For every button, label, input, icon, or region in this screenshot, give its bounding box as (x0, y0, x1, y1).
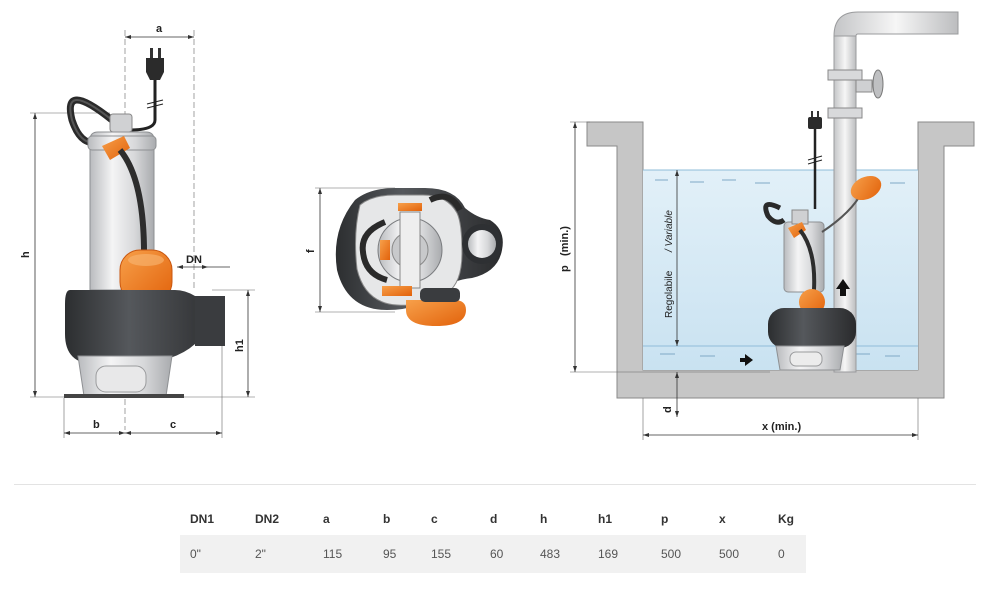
pump-top-view: f (305, 187, 503, 326)
col-header-p: p (661, 512, 669, 526)
dim-d-label: d (662, 406, 674, 413)
table-row: 0" 2" 115 95 155 60 483 169 500 500 0 (180, 535, 806, 573)
dim-c-label: c (170, 419, 176, 431)
pump-technical-diagram: a h (20, 11, 975, 440)
dim-p-label: p (559, 265, 571, 272)
pump-installation-view: p (min.) Regolabile / Variable d x (min.… (559, 11, 975, 440)
cell-b: 95 (373, 535, 421, 573)
cell-dn1: 0" (180, 535, 245, 573)
cell-x: 500 (709, 535, 768, 573)
dim-h1-label: h1 (234, 339, 246, 352)
dim-x-label: x (min.) (762, 421, 801, 433)
cell-kg: 0 (768, 535, 806, 573)
dim-dn-label: DN (186, 254, 202, 266)
dim-h-label: h (20, 251, 32, 258)
separator (14, 484, 976, 485)
dim-a-label: a (156, 23, 163, 35)
table-header-row: DN1 DN2 a b c d h h1 p x Kg (180, 503, 806, 535)
col-header-h1: h1 (598, 512, 613, 526)
col-header-a: a (323, 512, 330, 526)
pump-side-view: a h (20, 23, 255, 438)
col-header-h: h (540, 512, 548, 526)
regolabile-label: Regolabile (664, 270, 675, 318)
col-header-x: x (719, 512, 726, 526)
col-header-d: d (490, 512, 498, 526)
cell-h: 483 (530, 535, 588, 573)
dim-b-label: b (93, 419, 100, 431)
col-header-dn2: DN2 (255, 512, 280, 526)
col-header-dn1: DN1 (190, 512, 215, 526)
cell-a: 115 (313, 535, 373, 573)
dimensions-table: DN1 DN2 a b c d h h1 p x Kg 0" 2" 115 95… (180, 503, 806, 573)
cell-p: 500 (651, 535, 709, 573)
col-header-kg: Kg (778, 512, 794, 526)
dim-p-min-label: (min.) (559, 226, 571, 256)
variable-label: / Variable (664, 210, 675, 253)
cell-h1: 169 (588, 535, 651, 573)
cell-dn2: 2" (245, 535, 313, 573)
dim-f-label: f (305, 249, 317, 253)
cell-d: 60 (480, 535, 530, 573)
col-header-b: b (383, 512, 391, 526)
cell-c: 155 (421, 535, 480, 573)
col-header-c: c (431, 512, 438, 526)
